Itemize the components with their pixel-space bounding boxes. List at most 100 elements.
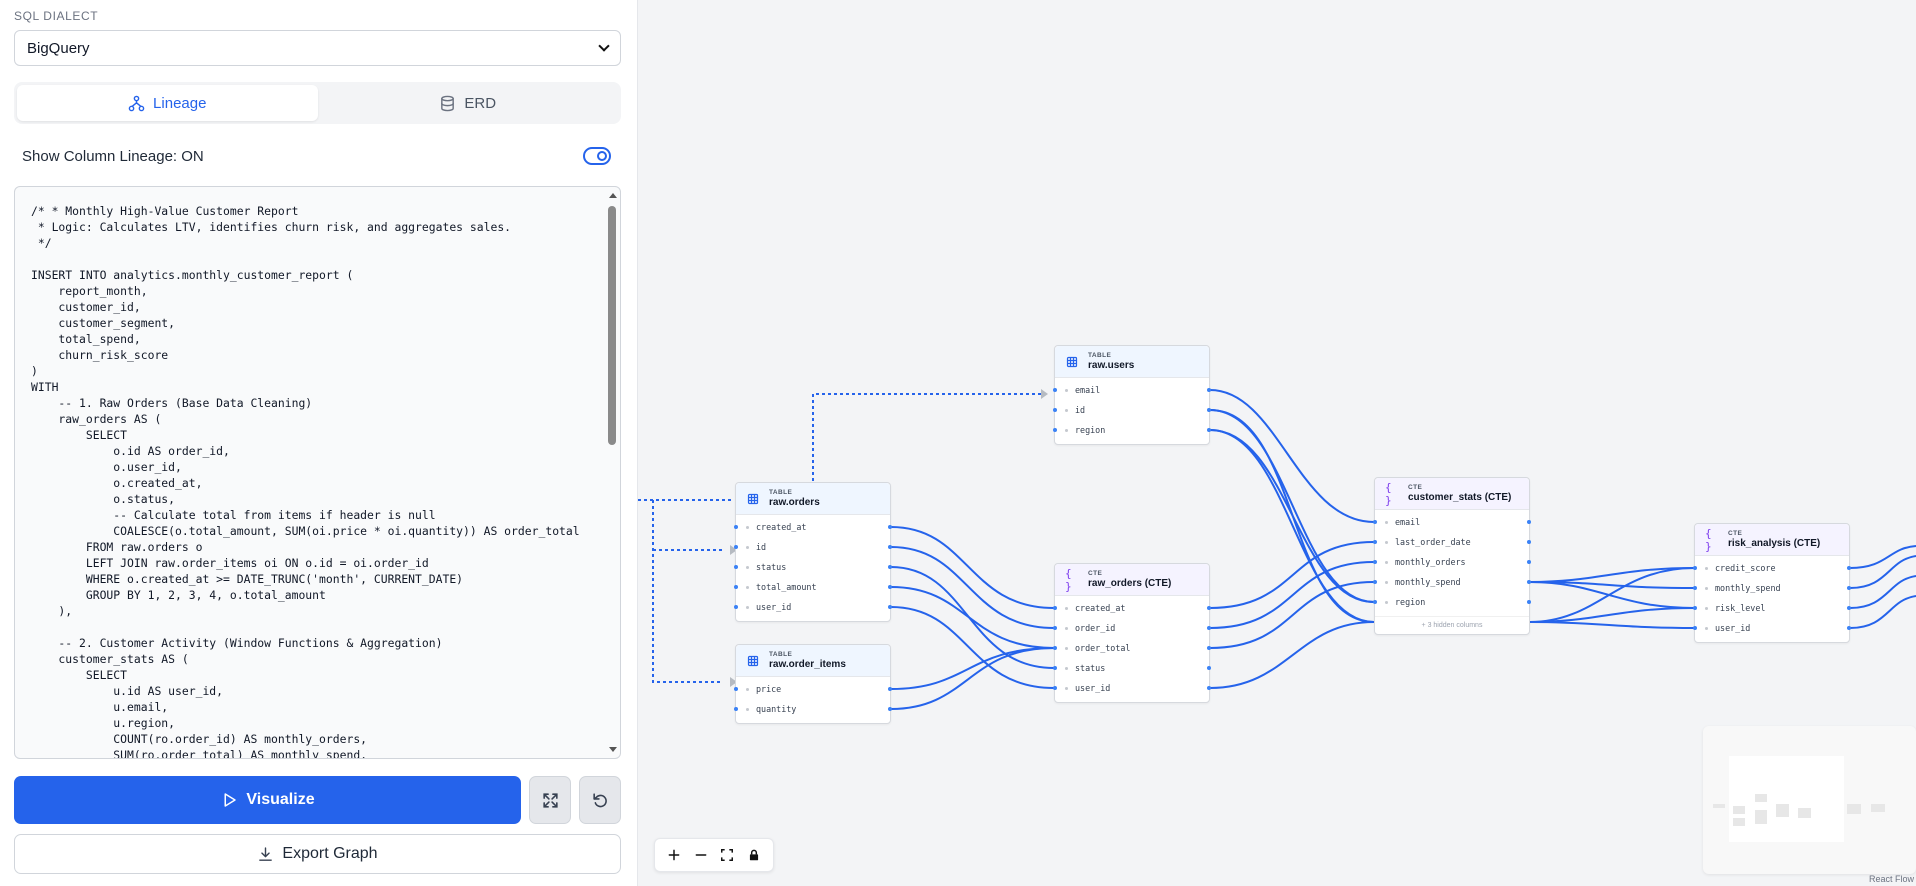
minimap-node [1871, 804, 1885, 812]
tab-erd-label: ERD [464, 94, 497, 112]
column-row[interactable]: order_total [1053, 638, 1211, 658]
scroll-up-icon[interactable] [609, 193, 617, 198]
visualize-label: Visualize [246, 791, 315, 808]
minimap-viewport[interactable] [1729, 756, 1844, 842]
minimap[interactable] [1703, 726, 1916, 874]
column-row[interactable]: monthly_spend [1373, 572, 1531, 592]
node-kind: TABLE [1088, 352, 1112, 359]
edge-column [890, 566, 1055, 669]
toggle-knob [597, 151, 607, 161]
edge-column [1529, 567, 1695, 623]
edge-column [890, 526, 1055, 609]
column-row[interactable]: user_id [1693, 618, 1851, 638]
minimap-node [1798, 808, 1811, 818]
column-row[interactable]: order_id [1053, 618, 1211, 638]
visualize-button[interactable]: Visualize [14, 776, 521, 824]
fit-view-icon [721, 849, 734, 861]
column-row[interactable]: region [1373, 592, 1531, 612]
node-name: raw.orders [769, 497, 820, 508]
edge-column [1209, 429, 1375, 623]
plus-icon [668, 849, 680, 861]
table-icon [746, 654, 760, 668]
edge-arrowhead [730, 677, 737, 687]
column-row[interactable]: monthly_orders [1373, 552, 1531, 572]
edge-column [1849, 555, 1916, 589]
edge-dashed [652, 500, 722, 683]
export-graph-button[interactable]: Export Graph [14, 834, 621, 874]
column-row[interactable]: email [1053, 380, 1211, 400]
minimap-node [1776, 804, 1789, 817]
column-lineage-row: Show Column Lineage: ON [22, 145, 614, 167]
column-row[interactable]: monthly_spend [1693, 578, 1851, 598]
hidden-columns-note[interactable]: + 3 hidden columns [1375, 616, 1529, 634]
edge-column [1209, 621, 1375, 689]
column-row[interactable]: email [1373, 512, 1531, 532]
edge-column [890, 606, 1055, 689]
column-row[interactable]: id [1053, 400, 1211, 420]
column-row[interactable]: status [734, 557, 892, 577]
edge-column [890, 546, 1055, 629]
table-icon [1065, 355, 1079, 369]
node-kind: TABLE [769, 651, 793, 658]
edge-arrowhead [730, 545, 737, 555]
dialect-value: BigQuery [27, 39, 90, 57]
minimap-node [1755, 810, 1767, 824]
minimap-node [1733, 818, 1745, 826]
column-row[interactable]: last_order_date [1373, 532, 1531, 552]
column-row[interactable]: risk_level [1693, 598, 1851, 618]
column-row[interactable]: id [734, 537, 892, 557]
column-row[interactable]: credit_score [1693, 558, 1851, 578]
node-kind: CTE [1728, 530, 1743, 537]
edge-column [1209, 409, 1375, 603]
fullscreen-button[interactable] [529, 776, 571, 824]
edge-column [890, 647, 1055, 690]
edge-column [1849, 545, 1916, 569]
fit-view-button[interactable] [716, 844, 738, 866]
database-icon [441, 95, 455, 111]
workflow-icon [128, 95, 145, 111]
node-kind: TABLE [769, 489, 793, 496]
column-row[interactable]: created_at [1053, 598, 1211, 618]
play-icon [224, 793, 237, 807]
column-lineage-toggle[interactable] [583, 147, 611, 165]
column-row[interactable]: region [1053, 420, 1211, 440]
sql-editor[interactable]: /* * Monthly High-Value Customer Report … [14, 186, 621, 759]
column-row[interactable]: status [1053, 658, 1211, 678]
minimap-node [1713, 804, 1725, 808]
scroll-down-icon[interactable] [609, 747, 617, 752]
edge-column [1529, 621, 1695, 629]
zoom-in-button[interactable] [663, 844, 685, 866]
minimap-node [1733, 806, 1745, 814]
braces-icon: { } [1385, 480, 1392, 507]
column-row[interactable]: total_amount [734, 577, 892, 597]
scroll-thumb[interactable] [608, 206, 616, 445]
column-row[interactable]: created_at [734, 517, 892, 537]
column-row[interactable]: price [734, 679, 892, 699]
editor-scrollbar[interactable] [606, 189, 618, 756]
minimap-node [1755, 794, 1767, 802]
sql-code: /* * Monthly High-Value Customer Report … [31, 204, 580, 759]
column-row[interactable]: user_id [734, 597, 892, 617]
tab-erd[interactable]: ERD [318, 85, 619, 121]
zoom-out-button[interactable] [690, 844, 712, 866]
lock-button[interactable] [743, 844, 765, 866]
column-row[interactable]: quantity [734, 699, 892, 719]
lineage-edges [638, 389, 1916, 710]
edge-column [1209, 389, 1375, 523]
edge-column [1209, 541, 1375, 609]
node-kind: CTE [1408, 484, 1423, 491]
dialect-select[interactable]: BigQuery [14, 30, 621, 66]
reset-button[interactable] [579, 776, 621, 824]
tab-lineage[interactable]: Lineage [17, 85, 318, 121]
react-flow-attribution[interactable]: React Flow [1868, 874, 1914, 884]
column-row[interactable]: user_id [1053, 678, 1211, 698]
flow-controls [654, 838, 774, 872]
